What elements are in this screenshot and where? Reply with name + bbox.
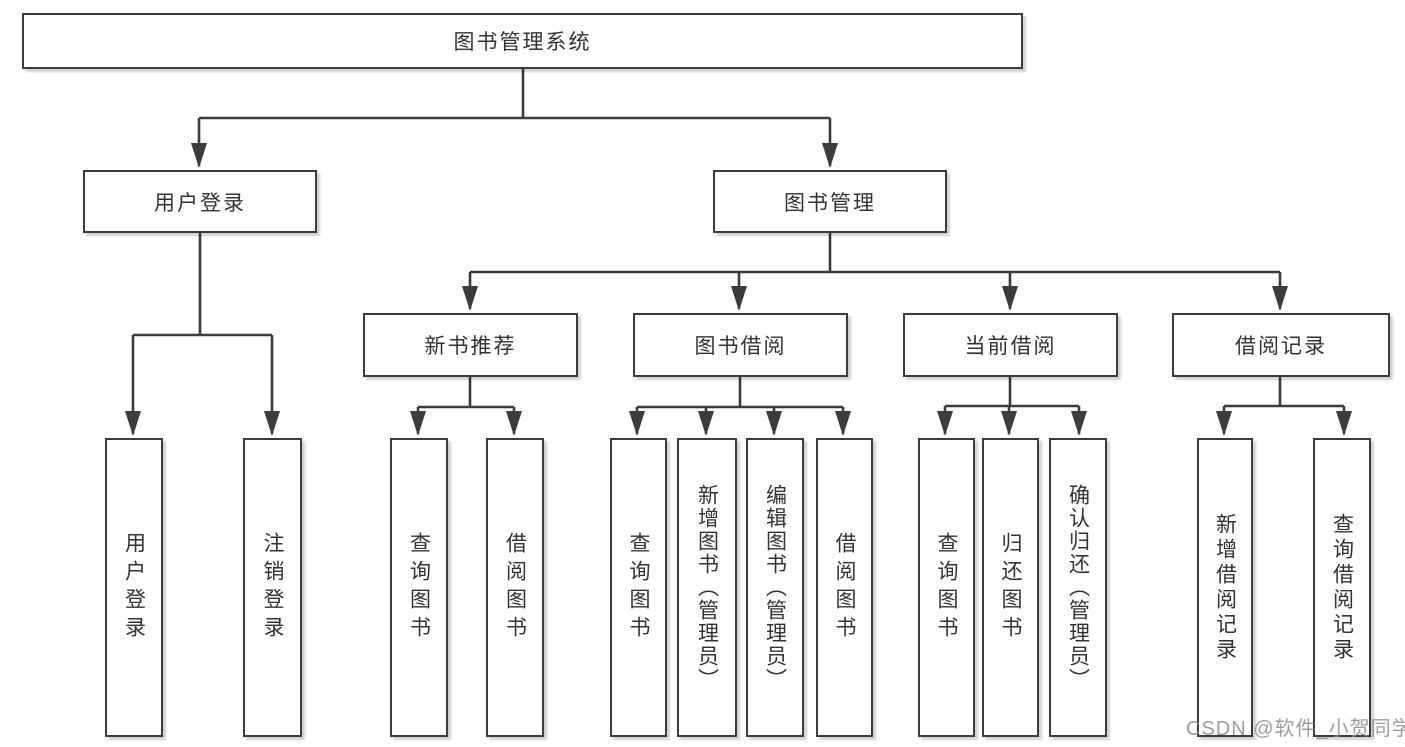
node-leaf-return-books: 归还图书 [982, 438, 1039, 737]
node-label: 查询图书 [627, 531, 650, 644]
node-leaf-user-login: 用户登录 [105, 438, 163, 737]
node-library-management-system: 图书管理系统 [22, 13, 1023, 69]
node-label: 新书推荐 [424, 335, 517, 358]
node-user-login: 用户登录 [83, 170, 317, 233]
node-label: 图书借阅 [694, 335, 787, 358]
node-label: 图书管理系统 [453, 31, 592, 54]
node-label: 注销登录 [261, 531, 284, 644]
node-leaf-add-borrow-record: 新增借阅记录 [1197, 438, 1253, 737]
node-leaf-edit-books-admin: 编辑图书（管理员） [746, 438, 804, 737]
node-leaf-confirm-return-admin: 确认归还（管理员） [1049, 438, 1107, 737]
node-label: 查询借阅记录 [1330, 512, 1354, 663]
node-label: 归还图书 [999, 531, 1022, 644]
node-label: 查询图书 [407, 531, 431, 644]
node-label: 借阅记录 [1235, 335, 1327, 358]
node-label: 新增借阅记录 [1213, 512, 1237, 663]
node-leaf-query-books-2: 查询图书 [610, 438, 667, 737]
node-leaf-query-books-3: 查询图书 [918, 438, 975, 737]
node-label: 图书管理 [784, 191, 876, 215]
node-label: 用户登录 [122, 531, 146, 644]
node-book-management: 图书管理 [713, 170, 947, 233]
arrowhead-icons [125, 143, 1352, 436]
node-label: 当前借阅 [964, 335, 1057, 358]
node-leaf-query-borrow-record: 查询借阅记录 [1313, 438, 1371, 737]
node-leaf-query-books-1: 查询图书 [390, 438, 448, 737]
node-borrow-records: 借阅记录 [1172, 313, 1390, 377]
node-label: 用户登录 [154, 191, 246, 215]
node-leaf-logout: 注销登录 [243, 438, 302, 737]
node-label: 查询图书 [935, 531, 958, 644]
node-label: 借阅图书 [833, 531, 856, 644]
node-current-borrow: 当前借阅 [903, 313, 1118, 377]
csdn-watermark: CSDN @软件_小贺同学 [1186, 718, 1405, 740]
node-new-book-recommend: 新书推荐 [363, 313, 578, 377]
node-leaf-borrow-books-1: 借阅图书 [486, 438, 544, 737]
node-label: 借阅图书 [503, 531, 527, 644]
node-label: 编辑图书（管理员） [763, 484, 787, 691]
node-book-borrow: 图书借阅 [633, 313, 848, 377]
node-leaf-add-books-admin: 新增图书（管理员） [677, 438, 737, 737]
node-leaf-borrow-books-2: 借阅图书 [816, 438, 873, 737]
node-label: 新增图书（管理员） [695, 484, 719, 691]
node-label: 确认归还（管理员） [1066, 484, 1090, 691]
